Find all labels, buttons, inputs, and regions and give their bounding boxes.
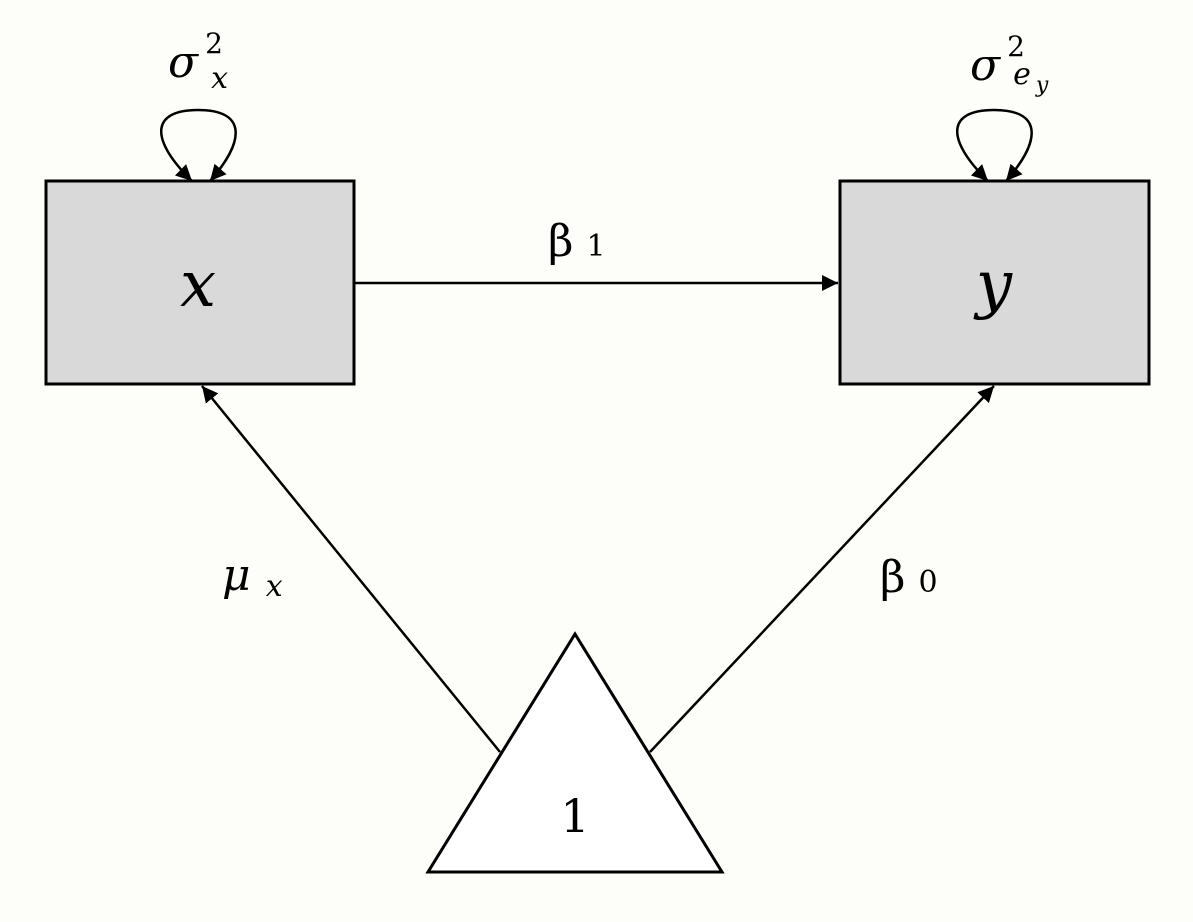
node-x-box <box>44 179 356 386</box>
beta-1-symbol: β <box>548 216 573 267</box>
node-constant: 1 <box>425 631 725 874</box>
constant-label: 1 <box>560 789 589 843</box>
path-constant-to-y-arrow <box>649 385 995 753</box>
beta-0-subscript: 0 <box>919 565 938 600</box>
mu-subscript: x <box>266 569 283 604</box>
beta-0-symbol: β <box>880 552 905 603</box>
beta-1-subscript: 1 <box>587 229 606 264</box>
node-x-label: x <box>180 248 216 322</box>
path-constant-to-x-arrow <box>201 385 501 753</box>
constant-triangle <box>425 631 725 874</box>
variance-loop-x <box>160 108 237 182</box>
sigma-x-symbol: σ <box>168 37 200 88</box>
sigma-y-subscript: e <box>1013 57 1031 92</box>
node-y: y <box>838 179 1151 386</box>
path-constant-to-x-label: μ x <box>222 550 283 604</box>
variance-y-label: σ 2 e y <box>970 30 1049 98</box>
mu-symbol: μ <box>222 550 251 601</box>
sigma-y-subsubscript: y <box>1035 73 1049 98</box>
sigma-y-superscript: 2 <box>1007 30 1025 63</box>
path-x-to-y-label: β 1 <box>548 216 606 267</box>
path-constant-to-y-label: β 0 <box>880 552 938 603</box>
variance-x-label: σ 2 x <box>168 27 228 96</box>
node-y-label: y <box>973 248 1013 322</box>
node-y-box <box>838 179 1151 386</box>
variance-loop-y <box>956 108 1033 182</box>
sigma-x-subscript: x <box>211 61 228 96</box>
sigma-x-superscript: 2 <box>205 27 223 60</box>
node-x: x <box>44 179 356 386</box>
sigma-y-symbol: σ <box>970 40 1002 91</box>
